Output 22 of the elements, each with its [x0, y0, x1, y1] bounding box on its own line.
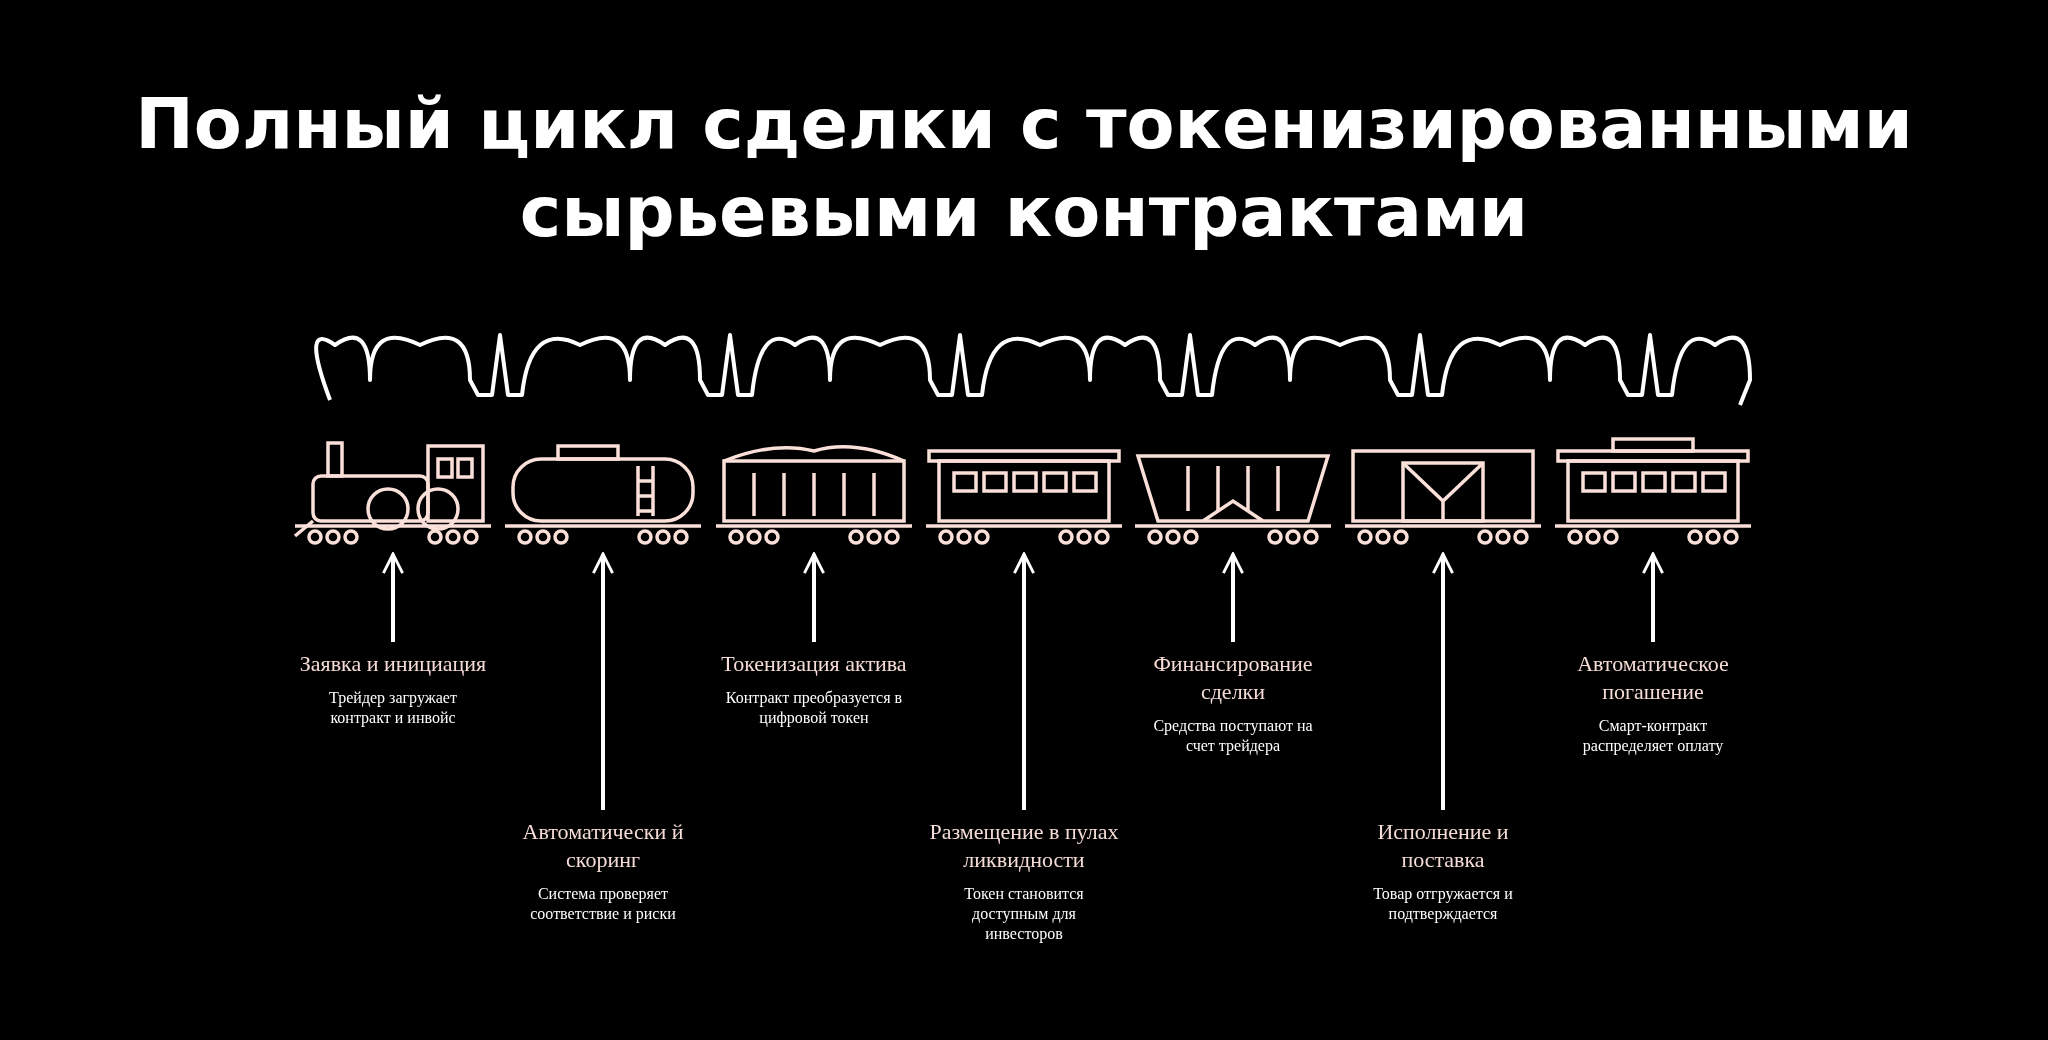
- arrow: [591, 552, 615, 810]
- arrow: [1641, 552, 1665, 642]
- step-heading: Исполнение и поставка: [1376, 818, 1510, 874]
- step-heading: Токенизация актива: [720, 650, 908, 678]
- step-heading: Автоматически й скоринг: [521, 818, 685, 874]
- arrow: [802, 552, 826, 642]
- step-heading: Размещение в пулах ликвидности: [929, 818, 1119, 874]
- step-description: Трейдер загружает контракт и инвойс: [328, 688, 458, 728]
- step-description: Товар отгружается и подтверждается: [1372, 884, 1514, 924]
- step-description: Система проверяет соответствие и риски: [529, 884, 677, 924]
- step-heading: Автоматическое погашение: [1576, 650, 1730, 706]
- arrow: [1431, 552, 1455, 810]
- arrow: [1221, 552, 1245, 642]
- step-heading: Финансирование сделки: [1152, 650, 1314, 706]
- step-description: Контракт преобразуется в цифровой токен: [724, 688, 904, 728]
- title: Полный цикл сделки с токенизированными сырьевыми контрактами: [134, 82, 1914, 255]
- arrow: [1012, 552, 1036, 810]
- step-description: Смарт-контракт распределяет оплату: [1581, 716, 1725, 756]
- step-heading: Заявка и инициация: [298, 650, 488, 678]
- arrow: [381, 552, 405, 642]
- step-description: Средства поступают на счет трейдера: [1152, 716, 1314, 756]
- step-description: Токен становится доступным для инвесторов: [963, 884, 1085, 944]
